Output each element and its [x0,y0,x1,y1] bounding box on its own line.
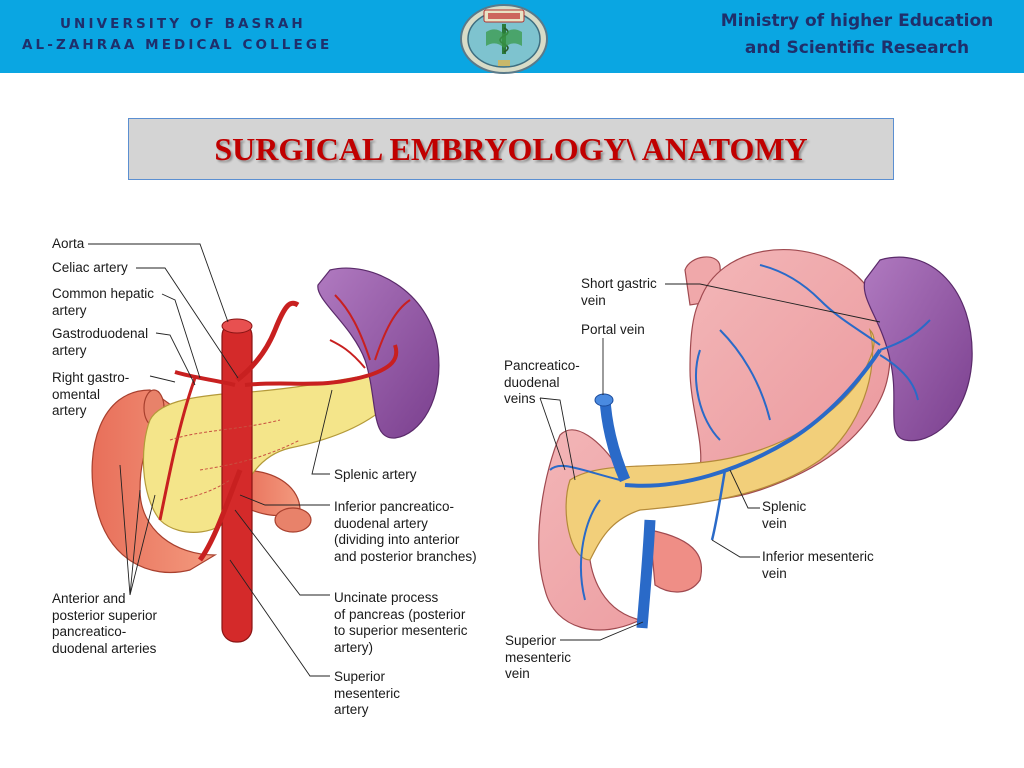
label-superior-mesenteric-vein: Superior mesenteric vein [505,633,572,681]
pancreas-right [565,328,875,561]
label-uncinate-process: Uncinate process of pancreas (posterior … [334,590,468,655]
gastroduodenal-vessel [158,377,197,521]
right-vein-diagram [538,249,973,631]
inferior-mesenteric-vessel [710,469,727,541]
portal-vein-top [594,393,614,407]
label-splenic-artery: Splenic artery [334,467,417,482]
sma-vessel [197,469,243,562]
smv-vessel [636,519,656,629]
header-bar: UNIVERSITY OF BASRAH AL-ZAHRAA MEDICAL C… [0,0,1024,74]
label-splenic-vein: Splenic vein [762,499,807,531]
aorta-top [221,318,253,334]
ministry-name: Ministry of higher Education and Scienti… [700,8,1014,62]
left-leader-lines [88,243,333,677]
duodenum-right [649,529,703,593]
label-right-gastro-omental: Right gastro- omental artery [52,370,130,418]
label-inferior-pancreaticoduodenal: Inferior pancreatico- duodenal artery (d… [334,499,477,564]
label-common-hepatic: Common hepatic artery [52,286,155,318]
label-pancreaticoduodenal-veins: Pancreatico- duodenal veins [504,358,580,406]
label-portal-vein: Portal vein [581,322,645,337]
celiac-trunk [235,300,300,382]
left-artery-diagram [91,267,440,643]
slide-title-box: SURGICAL EMBRYOLOGY\ ANATOMY [128,118,894,180]
label-inferior-mesenteric-vein: Inferior mesenteric vein [762,549,874,581]
pancreas-left [142,371,401,533]
splenic-artery-vessel [244,344,399,387]
label-celiac-artery: Celiac artery [52,260,128,275]
gastric-veins [549,264,931,601]
spleen-right [863,256,973,442]
splenic-vein-vessel [624,348,882,488]
university-name: UNIVERSITY OF BASRAH AL-ZAHRAA MEDICAL C… [22,14,332,56]
college-seal-icon [458,2,550,79]
label-short-gastric-vein: Short gastric vein [581,276,657,308]
label-superior-pancreaticoduodenal: Anterior and posterior superior pancreat… [52,591,158,656]
bowel-stump-right [274,507,312,533]
label-superior-mesenteric-artery: Superior mesenteric artery [334,669,401,717]
label-aorta: Aorta [52,236,85,251]
pancreatic-vessels [169,419,301,501]
ministry-line1: Ministry of higher Education [720,11,994,31]
label-gastroduodenal: Gastroduodenal artery [52,326,149,358]
right-leader-lines [539,283,881,641]
university-line1: UNIVERSITY OF BASRAH [60,16,306,32]
slide-title: SURGICAL EMBRYOLOGY\ ANATOMY [214,130,808,167]
university-line2: AL-ZAHRAA MEDICAL COLLEGE [22,37,333,53]
spleen-branches [329,294,411,369]
hepatic-artery-vessel [174,370,236,387]
ministry-line2: and Scientific Research [744,38,970,58]
